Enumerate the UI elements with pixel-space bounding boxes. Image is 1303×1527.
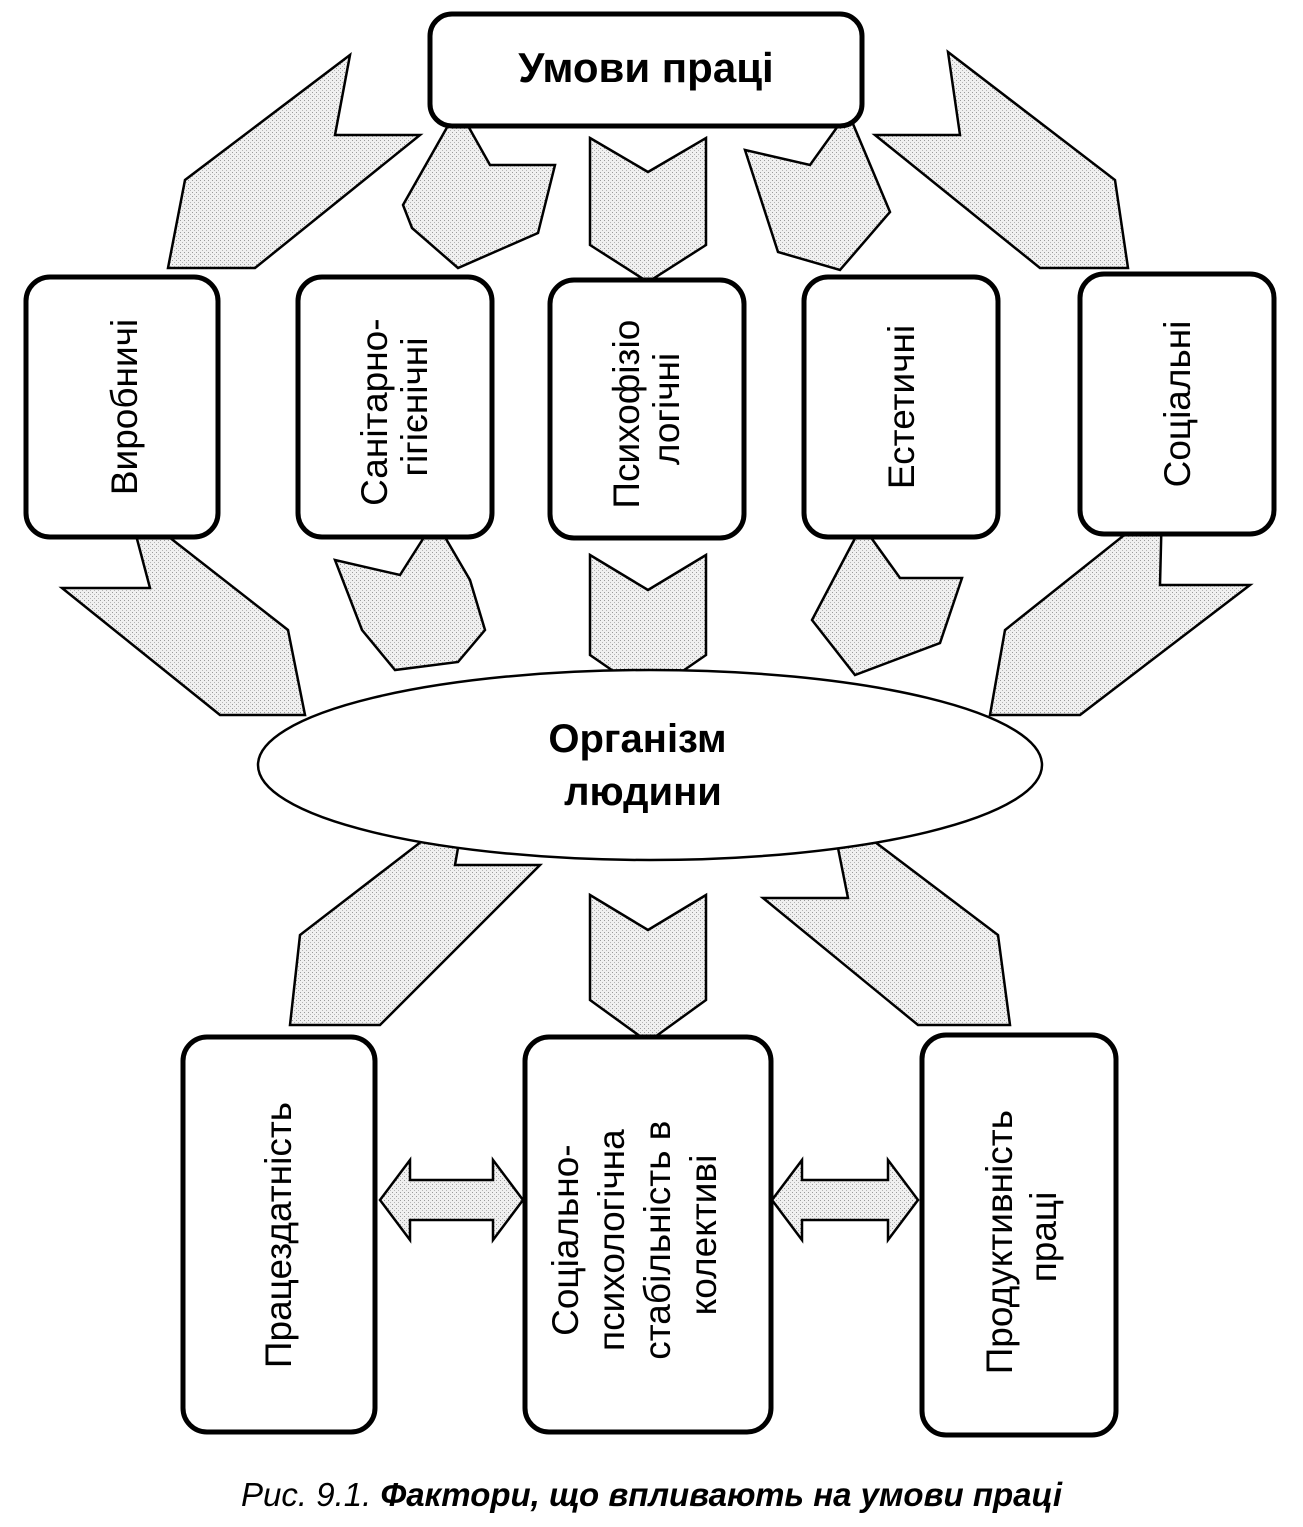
- arrow-center-to-stabilnist: [588, 892, 708, 1044]
- arrow-vyrobnychi-to-center: [58, 501, 307, 717]
- outcome-label-line: колективі: [683, 1155, 724, 1316]
- outcome-label-line: психологічна: [591, 1129, 632, 1351]
- center-ellipse: Організм людини: [256, 668, 1044, 862]
- caption-text: Фактори, що впливають на умови праці: [380, 1476, 1062, 1513]
- center-label-line: людини: [564, 770, 722, 814]
- arrow-estetychni-to-center: [810, 522, 964, 677]
- arrow-sanitarno-to-center: [332, 517, 487, 672]
- svg-text:Естетичні: Естетичні: [881, 325, 922, 489]
- factor-box-sanitarno: Санітарно- гігієнічні: [295, 274, 495, 540]
- svg-text:Працездатність: Працездатність: [258, 1102, 299, 1368]
- arrow-top-to-sotsialni: [871, 49, 1130, 270]
- svg-text:Організм людини: Організм людини: [548, 717, 737, 814]
- factor-label-line: Психофізіо: [606, 320, 647, 509]
- outcome-label-line: праці: [1023, 1192, 1064, 1283]
- arrow-sotsialni-to-center: [988, 502, 1254, 717]
- factor-label-line: Санітарно-: [354, 318, 395, 505]
- double-arrow-right: [770, 1156, 920, 1244]
- factor-label-line: гігієнічні: [394, 338, 435, 477]
- factor-label-line: Соціальні: [1157, 321, 1198, 488]
- arrow-top-to-sanitarno: [401, 105, 557, 270]
- svg-text:Соціально- психологічна: Соціально- психологічна стабільність в к…: [545, 1110, 724, 1359]
- double-arrow-left: [378, 1156, 525, 1244]
- arrow-center-to-pratsezdatnist: [288, 805, 544, 1027]
- figure-caption: Рис. 9.1. Фактори, що впливають на умови…: [0, 1476, 1303, 1514]
- outcome-box-stabilnist: Соціально- психологічна стабільність в к…: [522, 1034, 774, 1435]
- arrow-top-to-psykho: [588, 135, 708, 284]
- outcome-label-line: Соціально-: [545, 1144, 586, 1336]
- svg-text:Санітарно- гігієнічні: Санітарно- гігієнічні: [354, 308, 435, 506]
- svg-text:Психофізіо логічні: Психофізіо логічні: [606, 309, 687, 508]
- top-box-label: Умови праці: [518, 44, 773, 91]
- outcome-label-line: Працездатність: [258, 1102, 299, 1368]
- outcome-label-line: стабільність в: [637, 1121, 678, 1360]
- factor-label-line: логічні: [646, 353, 687, 465]
- diagram-canvas: Умови праці Виробничі Санітарно- гігієні…: [23, 11, 1277, 1438]
- svg-text:Продуктивність праці: Продуктивність праці: [979, 1100, 1064, 1375]
- arrow-psykho-to-center: [588, 552, 708, 697]
- factor-box-sotsialni: Соціальні: [1077, 271, 1277, 537]
- arrow-top-to-vyrobnychi: [166, 52, 424, 270]
- arrow-center-to-produktyvnist: [759, 805, 1012, 1027]
- factor-box-psykhofiziologichni: Психофізіо логічні: [547, 277, 747, 541]
- center-label-line: Організм: [548, 717, 726, 761]
- outcome-box-produktyvnist: Продуктивність праці: [919, 1032, 1119, 1438]
- svg-text:Виробничі: Виробничі: [104, 319, 145, 495]
- top-box: [427, 11, 865, 129]
- factor-box-vyrobnychi: Виробничі: [23, 274, 221, 540]
- outcome-box-pratsezdatnist: Працездатність: [180, 1034, 378, 1435]
- svg-text:Соціальні: Соціальні: [1157, 321, 1198, 488]
- factor-box-estetychni: Естетичні: [801, 274, 1001, 540]
- caption-number: Рис. 9.1.: [241, 1476, 372, 1513]
- factor-label-line: Естетичні: [881, 325, 922, 489]
- factor-label-line: Виробничі: [104, 319, 145, 495]
- outcome-label-line: Продуктивність: [979, 1110, 1020, 1374]
- arrow-top-to-estetychni: [743, 109, 892, 272]
